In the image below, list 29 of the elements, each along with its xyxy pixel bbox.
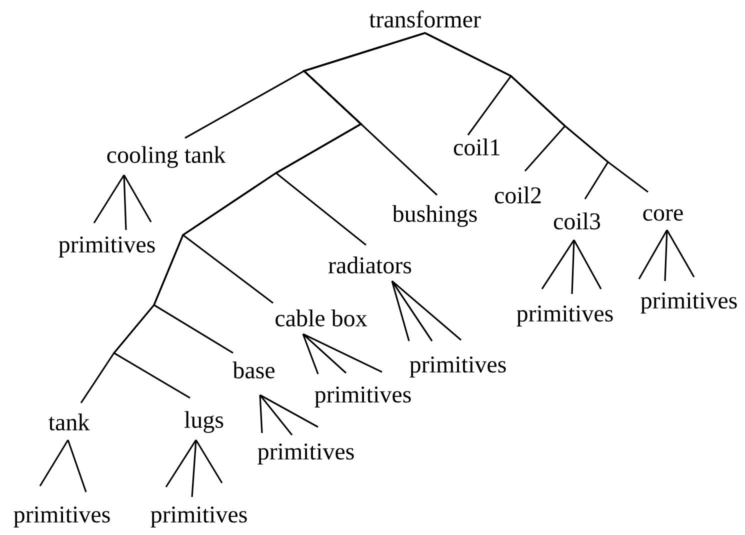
node-label: primitives: [410, 356, 506, 378]
node-label: coil1: [454, 138, 500, 156]
node-label: coil3: [554, 212, 600, 230]
fan-connector: [541, 239, 602, 295]
fan-connector: [39, 439, 87, 493]
fan-connector: [638, 229, 695, 282]
node-label: primitives: [58, 236, 155, 258]
node-label: primitives: [258, 444, 354, 464]
node-label: cooling tank: [107, 146, 226, 168]
fan-connector: [93, 174, 152, 231]
node-label: tank: [48, 414, 90, 430]
node-label: coil2: [494, 186, 541, 204]
node-label: core: [643, 209, 683, 221]
node-label: cable box: [276, 310, 368, 326]
node-label: primitives: [516, 306, 613, 326]
fan-connector: [259, 394, 319, 436]
node-label: radiators: [328, 256, 412, 274]
fan-connector: [391, 280, 462, 342]
node-label: lugs: [184, 411, 224, 433]
node-label: primitives: [314, 386, 411, 408]
node-label: primitives: [14, 506, 110, 528]
node-label: primitives: [640, 292, 737, 314]
fan-connector: [165, 439, 223, 498]
tree-branch: [424, 32, 648, 193]
fan-connector: [302, 333, 383, 375]
node-label: primitives: [150, 506, 247, 528]
node-label: base: [232, 362, 274, 378]
node-label: transformer: [369, 10, 481, 28]
node-label: bushings: [392, 205, 477, 227]
